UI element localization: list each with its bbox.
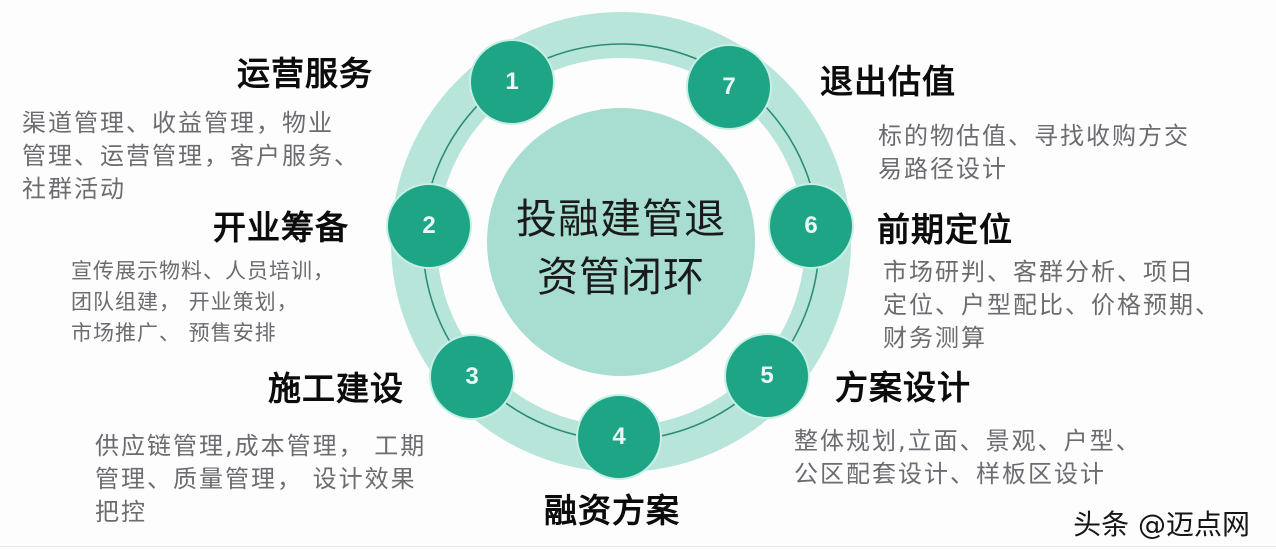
node-3-circle xyxy=(429,334,515,420)
node-2-number: 2 xyxy=(422,212,436,239)
stage-1-title: 运营服务 xyxy=(237,54,373,93)
watermark: 头条 @迈点网 xyxy=(1073,508,1250,541)
stage-6-title: 前期定位 xyxy=(877,210,1013,249)
node-4-circle xyxy=(576,394,662,480)
stage-1-description: 渠道管理、收益管理，物业 管理、运营管理，客户服务、 社群活动 xyxy=(22,109,360,203)
node-7-circle xyxy=(686,44,772,130)
stage-2-title: 开业筹备 xyxy=(213,208,349,247)
node-3-number: 3 xyxy=(465,363,479,390)
node-7-number: 7 xyxy=(722,73,736,100)
node-6-circle xyxy=(768,183,854,269)
stage-5-title: 方案设计 xyxy=(835,368,971,407)
bottom-divider xyxy=(0,546,1276,547)
stage-2-description: 宣传展示物料、人员培训， 团队组建， 开业策划， 市场推广、 预售安排 xyxy=(71,259,335,345)
node-2-circle xyxy=(386,183,472,269)
center-label-line1: 投融建管退 xyxy=(516,195,726,243)
node-1-circle xyxy=(469,39,555,125)
stage-6-description: 市场研判、客群分析、项日 定位、户型配比、价格预期、 财务测算 xyxy=(883,258,1221,352)
node-5-circle xyxy=(724,333,810,419)
stage-5-description: 整体规划,立面、景观、户型、 公区配套设计、样板区设计 xyxy=(794,427,1142,488)
stage-3-description: 供应链管理,成本管理， 工期 管理、质量管理， 设计效果 把控 xyxy=(95,432,427,526)
node-markers xyxy=(386,39,854,480)
node-5-number: 5 xyxy=(760,362,774,389)
center-circle xyxy=(487,108,755,376)
center-label: 投融建管退 资管闭环 xyxy=(491,190,751,306)
node-6-number: 6 xyxy=(804,212,818,239)
center-label-line2: 资管闭环 xyxy=(537,253,705,301)
node-4-number: 4 xyxy=(612,423,626,450)
node-1-number: 1 xyxy=(505,68,519,95)
stage-7-title: 退出估值 xyxy=(820,62,956,101)
stage-4-title: 融资方案 xyxy=(544,491,680,530)
stage-3-title: 施工建设 xyxy=(268,369,404,408)
stage-7-description: 标的物估值、寻找收购方交 易路径设计 xyxy=(878,122,1190,183)
